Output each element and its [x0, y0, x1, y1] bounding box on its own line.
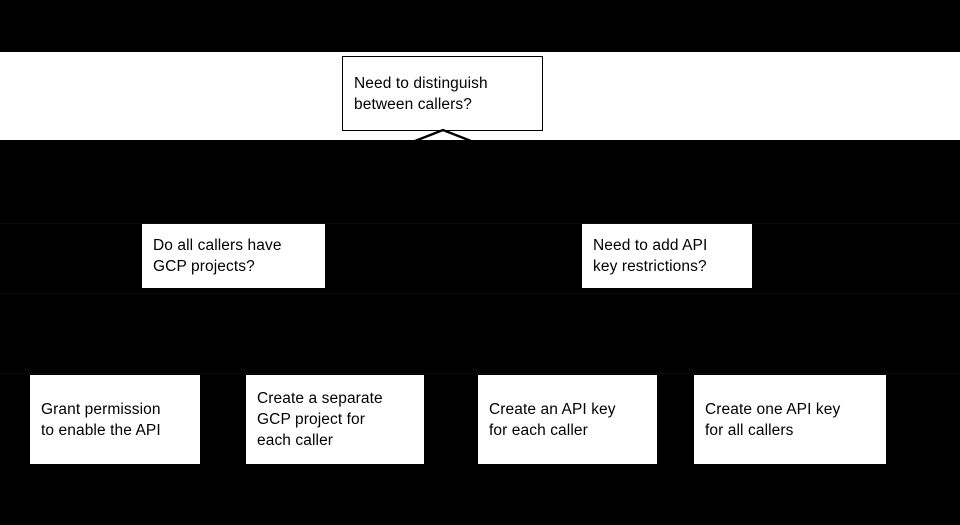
node-outcome-grant-permission-label: Grant permission to enable the API	[41, 400, 161, 439]
decision-row-rule-top	[0, 223, 960, 224]
node-decision-api-key-restrictions-label: Need to add API key restrictions?	[593, 237, 708, 275]
arrowhead-below-root-icon	[413, 128, 473, 142]
outcome-row-rule-top	[0, 373, 960, 374]
node-outcome-one-key-all-label: Create one API key for all callers	[705, 400, 841, 439]
decision-row-rule-bottom	[0, 293, 960, 294]
node-decision-gcp-projects-label: Do all callers have GCP projects?	[153, 237, 282, 275]
node-grant-permission-to-enable-the-api[interactable]: Grant permission to enable the API	[30, 375, 200, 464]
node-outcome-separate-project-label: Create a separate GCP project for each c…	[257, 390, 383, 449]
node-create-one-api-key-for-all-callers[interactable]: Create one API key for all callers	[694, 375, 886, 464]
node-need-to-add-api-key-restrictions[interactable]: Need to add API key restrictions?	[582, 224, 752, 288]
node-outcome-key-per-caller-label: Create an API key for each caller	[489, 400, 616, 439]
node-create-an-api-key-for-each-caller[interactable]: Create an API key for each caller	[478, 375, 657, 464]
node-create-a-separate-gcp-project-for-each-caller[interactable]: Create a separate GCP project for each c…	[246, 375, 424, 464]
node-need-to-distinguish-between-callers[interactable]: Need to distinguish between callers?	[342, 56, 543, 131]
node-root-label: Need to distinguish between callers?	[354, 74, 488, 113]
node-do-all-callers-have-gcp-projects[interactable]: Do all callers have GCP projects?	[142, 224, 325, 288]
